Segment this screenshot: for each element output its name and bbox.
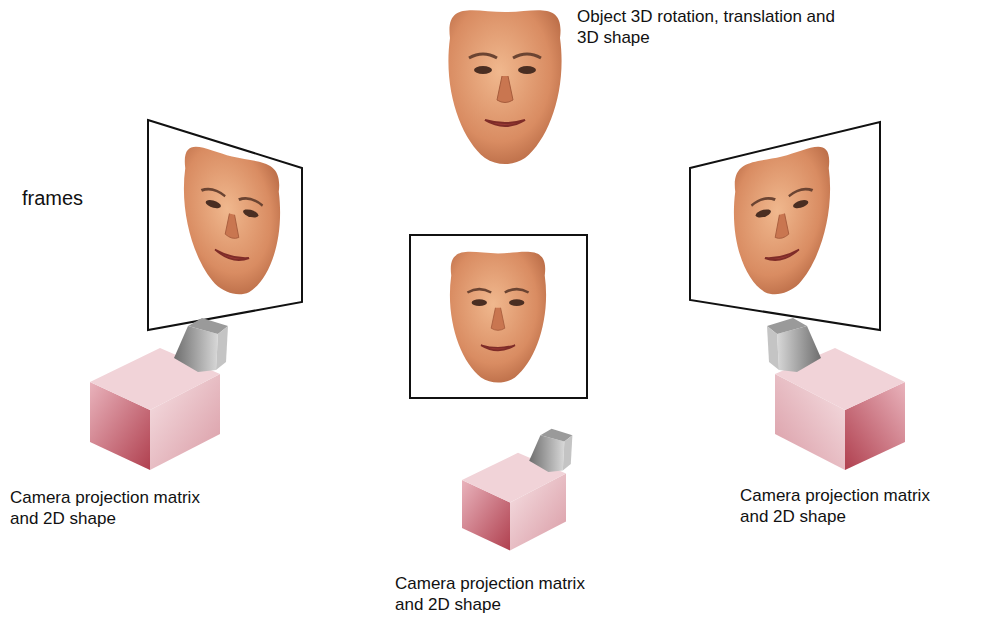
camera-label: Camera projection matrix and 2D shape bbox=[395, 573, 617, 615]
camera-label: Camera projection matrix and 2D shape bbox=[740, 485, 962, 527]
frames-label: frames bbox=[22, 188, 122, 209]
object-label: Object 3D rotation, translation and 3D s… bbox=[577, 6, 857, 48]
camera-label: Camera projection matrix and 2D shape bbox=[10, 487, 232, 529]
